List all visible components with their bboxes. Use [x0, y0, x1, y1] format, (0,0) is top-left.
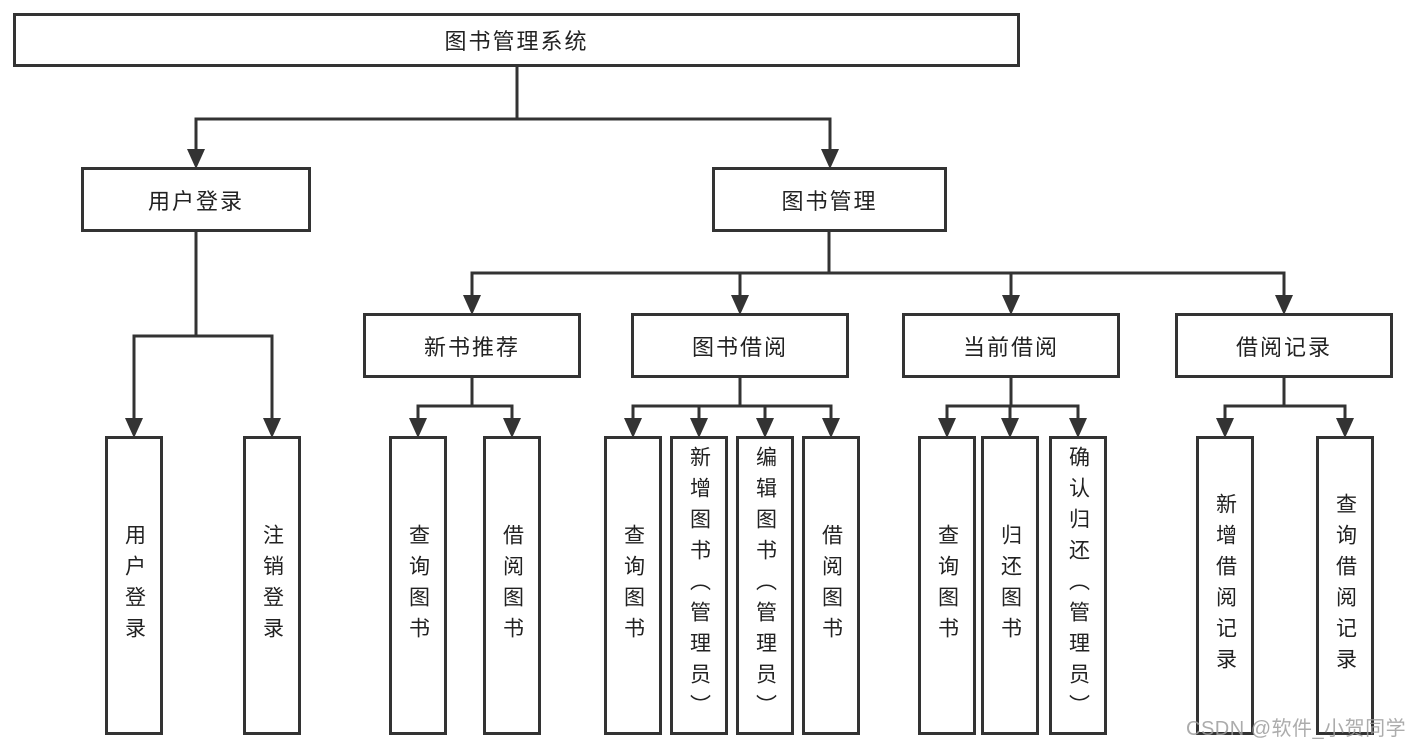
node-label: 新增图书（管理员） — [687, 446, 711, 725]
leaf-edit-books-admin: 编辑图书（管理员） — [736, 436, 794, 735]
leaf-query-borrow-record: 查询借阅记录 — [1316, 436, 1374, 735]
arrow-down-icon — [821, 149, 839, 169]
node-label: 查询图书 — [935, 523, 959, 648]
node-borrowing-records: 借阅记录 — [1175, 313, 1393, 378]
arrow-down-icon — [938, 418, 956, 438]
arrow-down-icon — [1069, 418, 1087, 438]
arrow-down-icon — [463, 295, 481, 315]
node-book-management: 图书管理 — [712, 167, 947, 232]
node-label: 图书管理系统 — [444, 29, 589, 54]
arrow-down-icon — [263, 418, 281, 438]
arrow-down-icon — [624, 418, 642, 438]
node-label: 借阅图书 — [500, 523, 524, 648]
node-label: 图书借阅 — [691, 334, 788, 360]
leaf-return-books: 归还图书 — [981, 436, 1039, 735]
connector-level3-rail — [470, 271, 1286, 298]
connector-userlogin-rail — [132, 334, 274, 421]
arrow-down-icon — [1216, 418, 1234, 438]
arrow-down-icon — [822, 418, 840, 438]
arrow-down-icon — [690, 418, 708, 438]
node-label: 当前借阅 — [962, 334, 1059, 360]
arrow-down-icon — [1275, 295, 1293, 315]
node-user-login: 用户登录 — [81, 167, 311, 232]
node-current-borrowing: 当前借阅 — [902, 313, 1120, 378]
leaf-logout: 注销登录 — [243, 436, 301, 735]
leaf-borrow-books: 借阅图书 — [483, 436, 541, 735]
node-label: 注销登录 — [260, 523, 284, 648]
node-label: 图书管理 — [781, 188, 878, 214]
node-library-management-system: 图书管理系统 — [13, 13, 1020, 67]
node-label: 归还图书 — [998, 523, 1022, 648]
node-label: 查询图书 — [621, 523, 645, 648]
leaf-add-books-admin: 新增图书（管理员） — [670, 436, 728, 735]
arrow-down-icon — [731, 295, 749, 315]
leaf-query-books: 查询图书 — [389, 436, 447, 735]
node-book-borrowing: 图书借阅 — [631, 313, 849, 378]
connector-bookborrow-rail — [631, 404, 833, 421]
node-new-book-recommendation: 新书推荐 — [363, 313, 581, 378]
arrow-down-icon — [503, 418, 521, 438]
node-label: 借阅记录 — [1235, 334, 1332, 360]
node-label: 查询借阅记录 — [1333, 492, 1357, 679]
arrow-down-icon — [125, 418, 143, 438]
leaf-confirm-return-admin: 确认归还（管理员） — [1049, 436, 1107, 735]
arrow-down-icon — [187, 149, 205, 169]
arrow-down-icon — [1336, 418, 1354, 438]
leaf-add-borrow-record: 新增借阅记录 — [1196, 436, 1254, 735]
leaf-query-books: 查询图书 — [918, 436, 976, 735]
node-label: 编辑图书（管理员） — [753, 446, 777, 725]
leaf-borrow-books: 借阅图书 — [802, 436, 860, 735]
connector-currentborrow-rail — [945, 404, 1080, 421]
csdn-watermark: CSDN @软件_小贺同学 — [1186, 718, 1405, 740]
connector-newbook-rail — [416, 404, 514, 421]
node-label: 确认归还（管理员） — [1066, 446, 1090, 725]
node-label: 用户登录 — [147, 188, 244, 214]
arrow-down-icon — [409, 418, 427, 438]
leaf-user-login: 用户登录 — [105, 436, 163, 735]
node-label: 新增借阅记录 — [1213, 492, 1237, 679]
arrow-down-icon — [1001, 418, 1019, 438]
arrow-down-icon — [1002, 295, 1020, 315]
node-label: 借阅图书 — [819, 523, 843, 648]
arrow-down-icon — [756, 418, 774, 438]
node-label: 用户登录 — [122, 523, 146, 648]
node-label: 新书推荐 — [423, 334, 520, 360]
connector-borrowrecord-rail — [1223, 404, 1347, 421]
node-label: 查询图书 — [406, 523, 430, 648]
leaf-query-books: 查询图书 — [604, 436, 662, 735]
connector-level2-rail — [194, 117, 832, 152]
